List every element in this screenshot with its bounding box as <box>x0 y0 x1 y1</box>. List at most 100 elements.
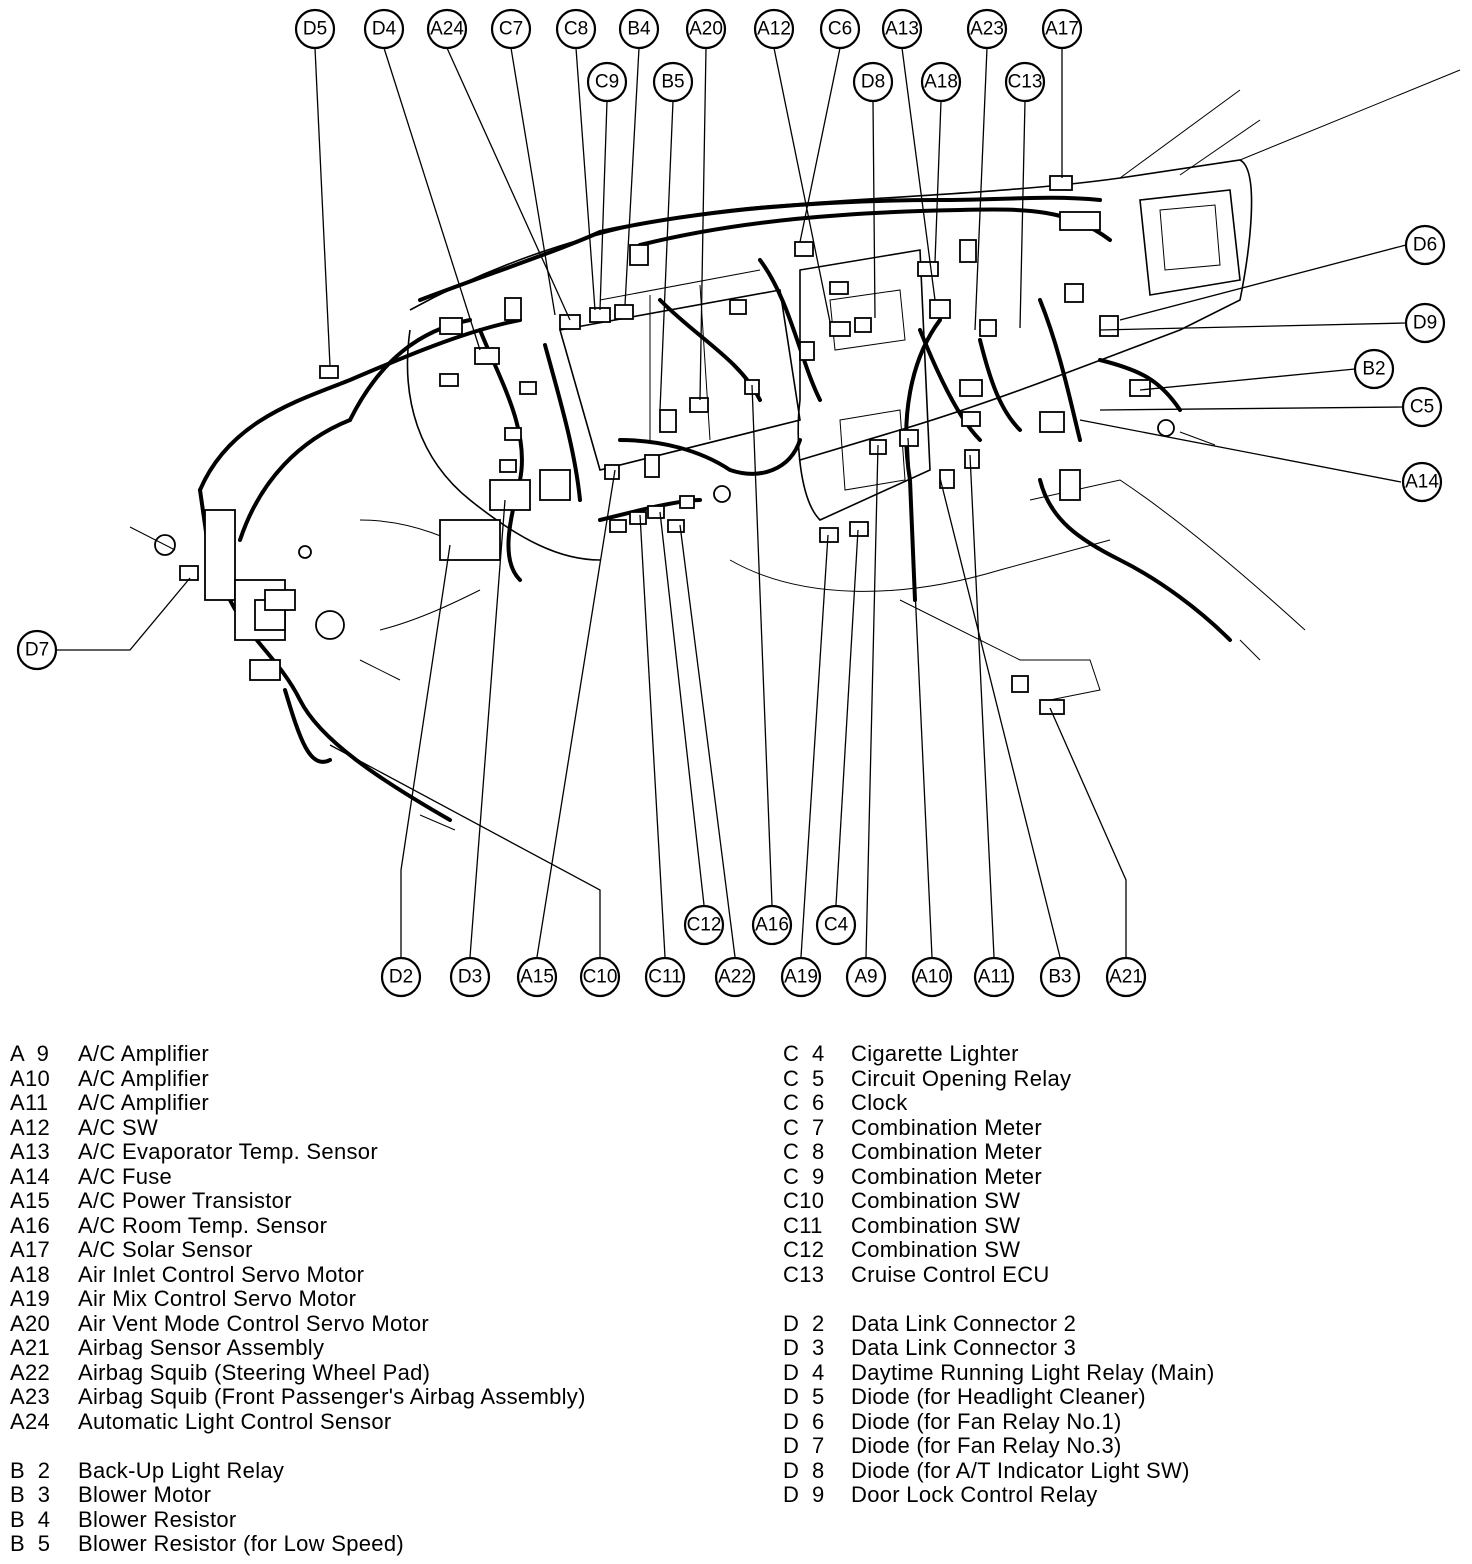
legend-row: D 5 Diode (for Headlight Cleaner) <box>783 1384 1463 1410</box>
svg-text:D5: D5 <box>303 19 327 40</box>
legend-code: B 2 <box>10 1457 51 1483</box>
legend-code: D 9 <box>783 1482 825 1507</box>
svg-text:A12: A12 <box>757 19 791 40</box>
legend-code: A18 <box>10 1261 51 1287</box>
callout-D7: D7 <box>16 629 58 671</box>
legend-name: Cruise Control ECU <box>851 1261 1050 1287</box>
svg-text:C4: C4 <box>824 915 849 936</box>
legend-code: A11 <box>10 1090 49 1115</box>
callout-A9: A9 <box>845 956 887 998</box>
components <box>129 175 1261 831</box>
svg-text:A24: A24 <box>430 19 464 40</box>
legend-code: C13 <box>783 1261 825 1287</box>
callout-C11: C11 <box>644 956 686 998</box>
legend-name: Diode (for Fan Relay No.1) <box>851 1408 1122 1434</box>
legend-name: Air Vent Mode Control Servo Motor <box>78 1310 430 1336</box>
legend-code: C 5 <box>783 1065 825 1091</box>
legend-name: Circuit Opening Relay <box>851 1065 1072 1091</box>
callout-A23: A23 <box>966 8 1008 50</box>
legend-name: A/C Amplifier <box>78 1090 210 1115</box>
svg-text:C11: C11 <box>648 967 681 988</box>
legend-code: A21 <box>10 1335 51 1360</box>
legend-name: Combination SW <box>851 1212 1021 1238</box>
legend-name: A/C Evaporator Temp. Sensor <box>78 1139 378 1164</box>
svg-text:A13: A13 <box>885 19 919 40</box>
legend-code: C 8 <box>783 1139 825 1164</box>
legend-row: C 5 Circuit Opening Relay <box>783 1065 1463 1092</box>
legend-code: C 6 <box>783 1090 825 1115</box>
svg-text:A22: A22 <box>718 967 752 988</box>
svg-text:C5: C5 <box>1410 397 1434 418</box>
callout-A21: A21 <box>1105 956 1147 998</box>
callout-B3: B3 <box>1039 956 1081 998</box>
svg-text:D3: D3 <box>458 967 482 988</box>
legend-code: D 6 <box>783 1408 825 1434</box>
callout-B5: B5 <box>652 61 694 103</box>
svg-text:C8: C8 <box>564 19 588 40</box>
callout-D9: D9 <box>1404 302 1446 344</box>
legend-code: C 7 <box>783 1114 825 1140</box>
svg-text:D6: D6 <box>1413 235 1437 256</box>
svg-text:C12: C12 <box>687 915 722 936</box>
callout-A12: A12 <box>753 8 795 50</box>
callout-B2: B2 <box>1353 348 1395 390</box>
legend-code: D 5 <box>783 1384 825 1409</box>
legend-code: A17 <box>10 1237 51 1262</box>
legend-name: A/C SW <box>78 1114 159 1140</box>
legend-row: C 8 Combination Meter <box>783 1139 1463 1165</box>
callout-A24: A24 <box>426 8 468 50</box>
legend-name: Combination SW <box>851 1237 1021 1262</box>
legend-name: A/C Power Transistor <box>78 1188 292 1213</box>
legend-code: C 9 <box>783 1163 825 1189</box>
svg-text:B5: B5 <box>661 72 684 93</box>
callout-A16: A16 <box>751 904 793 946</box>
legend-code: D 4 <box>783 1359 825 1385</box>
legend-name: Data Link Connector 3 <box>851 1335 1077 1360</box>
svg-text:D7: D7 <box>25 640 49 661</box>
callout-D2: D2 <box>380 956 422 998</box>
legend-code: A12 <box>10 1114 51 1140</box>
callout-C9: C9 <box>586 61 628 103</box>
legend-code: A14 <box>10 1163 51 1189</box>
svg-text:A10: A10 <box>915 967 949 988</box>
legend-row: C13 Cruise Control ECU <box>783 1261 1463 1288</box>
callout-D6: D6 <box>1404 224 1446 266</box>
callout-C12: C12 <box>683 904 725 946</box>
legend-code: A 9 <box>10 1041 50 1066</box>
legend-row: A11 A/C Amplifier <box>10 1090 730 1116</box>
svg-text:A20: A20 <box>689 19 723 40</box>
legend-code: B 4 <box>10 1506 51 1532</box>
callout-C10: C10 <box>579 956 621 998</box>
legend-name: A/C Amplifier <box>78 1041 210 1066</box>
legend-name: Combination Meter <box>851 1139 1042 1164</box>
callout-A10: A10 <box>911 956 953 998</box>
legend-name: Diode (for Headlight Cleaner) <box>851 1384 1146 1409</box>
legend-code: D 7 <box>783 1433 825 1458</box>
legend-name: Daytime Running Light Relay (Main) <box>851 1359 1215 1385</box>
callout-A19: A19 <box>780 956 822 998</box>
legend-code: B 5 <box>10 1531 51 1556</box>
svg-text:A21: A21 <box>1109 967 1143 988</box>
callout-D4: D4 <box>363 8 405 50</box>
legend-name: Cigarette Lighter <box>851 1041 1019 1066</box>
svg-text:D4: D4 <box>372 19 397 40</box>
legend-row: A14 A/C Fuse <box>10 1163 730 1190</box>
legend-name: A/C Fuse <box>78 1163 173 1189</box>
harness-diagram: D5 D4 A24 C7 C8 B4 A20 A12 C6 A13 A23 A1… <box>16 8 1461 998</box>
legend-code: D 8 <box>783 1457 825 1483</box>
legend-name: Blower Resistor <box>78 1506 237 1532</box>
callout-C13: C13 <box>1004 61 1046 103</box>
svg-text:A16: A16 <box>755 915 789 936</box>
dashboard-outline <box>359 69 1461 701</box>
